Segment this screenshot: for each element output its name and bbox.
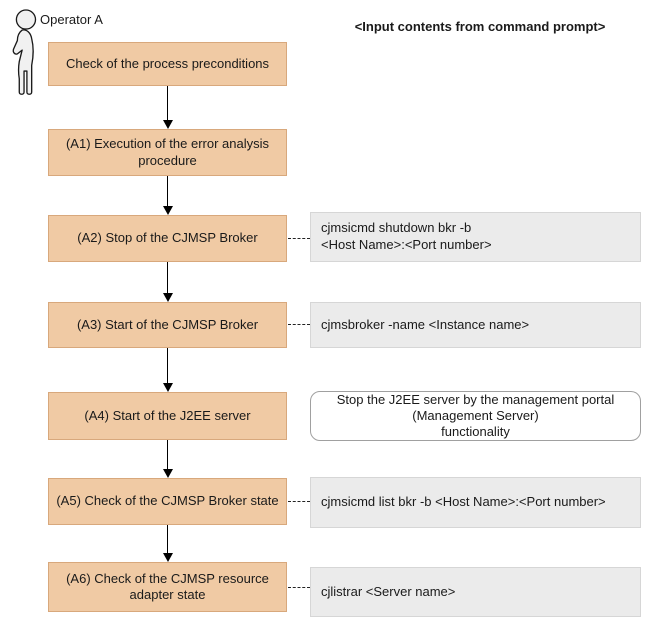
note-text: Stop the J2EE server by the management p… — [336, 391, 615, 440]
flow-arrow — [161, 348, 174, 392]
step-box-a2: (A2) Stop of the CJMSP Broker — [48, 215, 287, 262]
arrow-line — [166, 176, 169, 206]
arrow-head-icon — [162, 293, 173, 302]
flow-arrow — [161, 262, 174, 302]
arrow-head-icon — [162, 120, 173, 129]
command-text: cjlistrar <Server name> — [321, 583, 456, 599]
command-text: cjmsicmd shutdown bkr -b <Host Name>:<Po… — [321, 220, 492, 252]
step-box-a4: (A4) Start of the J2EE server — [48, 392, 287, 440]
step-box-a3: (A3) Start of the CJMSP Broker — [48, 302, 287, 348]
command-box-a2: cjmsicmd shutdown bkr -b <Host Name>:<Po… — [310, 212, 641, 262]
command-text: cjmsicmd list bkr -b <Host Name>:<Port n… — [321, 494, 606, 510]
note-box-a4: Stop the J2EE server by the management p… — [310, 391, 641, 441]
flow-arrow — [161, 176, 174, 215]
command-box-a3: cjmsbroker -name <Instance name> — [310, 302, 641, 348]
step-label: (A6) Check of the CJMSP resource adapter… — [66, 570, 269, 602]
step-box-a5: (A5) Check of the CJMSP Broker state — [48, 478, 287, 525]
arrow-head-icon — [162, 383, 173, 392]
arrow-line — [166, 262, 169, 293]
step-box-a1: (A1) Execution of the error analysis pro… — [48, 129, 287, 176]
arrow-line — [166, 348, 169, 383]
step-label: Check of the process preconditions — [65, 55, 270, 71]
command-box-a5: cjmsicmd list bkr -b <Host Name>:<Port n… — [310, 477, 641, 528]
flow-arrow — [161, 440, 174, 478]
flow-arrow — [161, 86, 174, 129]
dashed-connector-a5 — [288, 501, 310, 502]
operator-label: Operator A — [40, 12, 103, 27]
arrow-line — [166, 525, 169, 553]
step-label: (A2) Stop of the CJMSP Broker — [77, 230, 258, 246]
dashed-connector-a3 — [288, 324, 310, 325]
arrow-line — [166, 86, 169, 120]
command-text: cjmsbroker -name <Instance name> — [321, 316, 530, 332]
step-box-preconditions: Check of the process preconditions — [48, 42, 287, 86]
dashed-connector-a6 — [288, 587, 310, 588]
arrow-head-icon — [162, 553, 173, 562]
command-prompt-column-title: <Input contents from command prompt> — [354, 19, 606, 34]
step-label: (A1) Execution of the error analysis pro… — [65, 136, 270, 168]
operator-person-icon — [12, 9, 37, 95]
step-box-a6: (A6) Check of the CJMSP resource adapter… — [48, 562, 287, 612]
flow-arrow — [161, 525, 174, 562]
arrow-line — [166, 440, 169, 469]
command-box-a6: cjlistrar <Server name> — [310, 567, 641, 617]
arrow-head-icon — [162, 206, 173, 215]
step-label: (A5) Check of the CJMSP Broker state — [56, 493, 279, 509]
step-label: (A4) Start of the J2EE server — [84, 407, 251, 423]
step-label: (A3) Start of the CJMSP Broker — [76, 316, 259, 332]
dashed-connector-a2 — [288, 238, 310, 239]
arrow-head-icon — [162, 469, 173, 478]
